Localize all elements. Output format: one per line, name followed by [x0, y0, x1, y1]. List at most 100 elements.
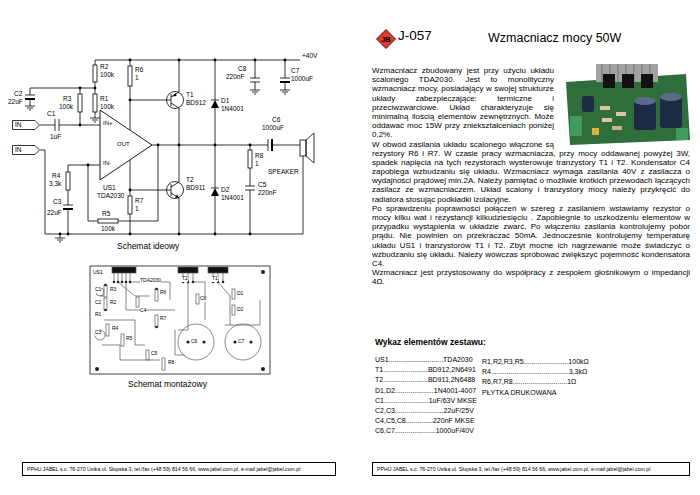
resistor-symbol: [98, 219, 118, 223]
body-paragraph: Wzmacniacz jest przystosowany do współpr…: [372, 268, 690, 286]
schematic-fills: [25, 59, 290, 236]
pcb-part: [96, 288, 104, 296]
component-label: 1000uF: [262, 124, 284, 131]
resistor-symbol: [248, 150, 252, 168]
component-label: C5: [258, 181, 266, 188]
body-paragraph: Po sprawdzeniu poprawności połączeń w sz…: [372, 204, 690, 268]
parts-row: US1............................TDA2030: [375, 356, 473, 364]
pcb-part: [196, 294, 199, 304]
node-text: JB: [381, 35, 391, 44]
pcb-label: T1: [212, 276, 218, 282]
component-label: R4: [52, 172, 60, 179]
tag-shape: [13, 146, 40, 155]
component-label: BD912: [186, 99, 206, 106]
speaker-symbol: [306, 133, 314, 163]
pcb-part: [95, 330, 105, 340]
body-paragraph: W obwód zasilania układu scalonego włącz…: [372, 140, 690, 204]
parts-row: PŁYTKA DRUKOWANA: [482, 389, 556, 397]
component-label: 22uF: [47, 209, 62, 216]
component-label: R7: [135, 197, 143, 204]
component-label: C1: [47, 110, 55, 117]
pcb-board: [90, 266, 270, 374]
resistor-symbol: [128, 196, 132, 214]
transistor-arrow: [175, 195, 179, 198]
component-label: 1uF: [50, 133, 61, 140]
photo-board: [566, 74, 690, 145]
pcb-part: [232, 305, 235, 315]
pcb-layout: [90, 266, 270, 374]
photo-capacitor: [582, 96, 594, 112]
node-text: PPHU JABEL s.c. 76-270 Ustka ul. Słupska…: [377, 466, 685, 472]
node-text: IN-: [103, 160, 111, 167]
diode-symbol: [211, 100, 219, 108]
node-text: OUT: [117, 141, 130, 148]
component-label: R6: [135, 66, 143, 73]
node-text: IN: [12, 121, 22, 129]
pcb-part: [232, 289, 235, 299]
resistor-symbol: [66, 172, 70, 190]
parts-row: R1,R2,R3,R5.......................100kΩ: [482, 358, 589, 366]
component-label: C6: [272, 116, 280, 123]
pcb-part: [155, 289, 158, 301]
component-label: C7: [291, 67, 299, 74]
capacitor-plate: [280, 81, 290, 83]
pcb-label: R7: [160, 316, 166, 322]
node-text: IN+: [103, 120, 113, 127]
text-column: Wzmacniacz zbudowany jest przy użyciu uk…: [372, 66, 690, 287]
amplifier-triangle: IN+ IN- OUT: [100, 110, 152, 180]
component-label: 1: [135, 205, 139, 212]
pcb-label: C2: [95, 300, 101, 306]
transistor-symbol: [167, 182, 184, 199]
pcb-label: C6: [191, 339, 197, 345]
pcb-part: [121, 334, 124, 346]
component-label: 100k: [59, 103, 73, 110]
junction-dots: [59, 59, 287, 236]
node-text: IN: [12, 146, 22, 154]
component-label: C8: [238, 65, 246, 72]
pcb-part: [178, 324, 214, 360]
pcb-label: C3: [95, 330, 101, 336]
node-text: PPHU JABEL s.c. 76-270 Ustka ul. Słupska…: [27, 466, 331, 472]
pcb-part: [112, 267, 136, 273]
photo-ic: [641, 74, 653, 88]
pcb-label: R8: [168, 360, 174, 366]
photo-capacitor: [592, 128, 599, 135]
parts-row: T1.......................BD912,2N6491: [375, 366, 476, 374]
pcb-label: TDA2030: [140, 278, 161, 284]
logo-badge: JB: [376, 29, 396, 49]
photo-ic: [603, 74, 615, 88]
pcb-part: [104, 298, 107, 310]
pcb-label: R6: [160, 290, 166, 296]
wire: [25, 60, 303, 242]
parts-row: C1.......................1uF/63V MKSE: [375, 397, 477, 405]
input-tag: IN: [12, 120, 40, 130]
component-label: 3,3k: [49, 180, 61, 187]
pcb-part: [136, 297, 139, 307]
resistor-symbol: [93, 65, 97, 82]
component-label: SPEAKER: [268, 168, 299, 175]
pcb-label: R2: [110, 300, 116, 306]
pcb-label: R3: [110, 287, 116, 293]
pcb-part: [225, 324, 261, 360]
resistor-symbol: [93, 94, 97, 112]
footer-box: PPHU JABEL s.c. 76-270 Ustka ul. Słupska…: [22, 462, 336, 476]
pcb-label: R4: [112, 326, 118, 332]
component-label: 1N4001: [221, 105, 244, 112]
pcb-part: [155, 315, 158, 327]
pcb-trace: [100, 273, 260, 360]
photo-resistor: [616, 112, 626, 116]
pcb-label: C1: [95, 287, 101, 293]
capacitor-plate: [25, 98, 35, 100]
component-label: D2: [221, 186, 229, 193]
pcb-label: T2: [182, 276, 188, 282]
parts-row: T2.......................BD911,2N6488: [375, 376, 475, 384]
component-label: 100k: [100, 71, 114, 78]
parts-row: C2,C3.........................22uF/25V: [375, 407, 474, 415]
component-label: R3: [63, 95, 71, 102]
component-label: 100k: [101, 225, 115, 232]
amplifier-shape: [100, 110, 152, 180]
component-label: 1: [135, 74, 139, 81]
photo-resistor: [612, 126, 622, 130]
photo-capacitor: [660, 93, 682, 101]
list-heading: Wykaz elementów zestawu:: [375, 338, 486, 348]
